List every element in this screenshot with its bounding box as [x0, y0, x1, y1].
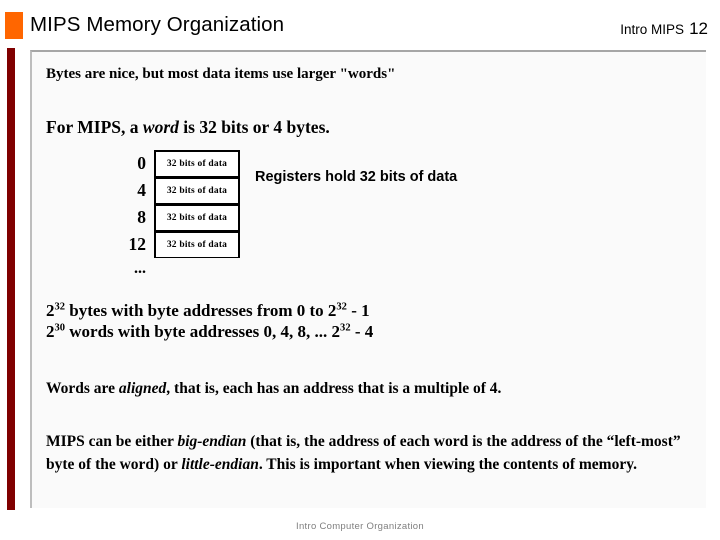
- memory-address-label: 0: [137, 152, 146, 173]
- memory-word-cell: 32 bits of data: [154, 231, 240, 258]
- alignment-suffix: , that is, each has an address that is a…: [166, 380, 502, 397]
- bytes-mid-text: bytes with byte addresses from 0 to: [65, 301, 328, 320]
- footer-text: Intro Computer Organization: [296, 521, 424, 532]
- words-tail-text: - 4: [350, 322, 374, 341]
- words-capacity-line: 230 words with byte addresses 0, 4, 8, .…: [46, 321, 373, 342]
- words-exponent: 30: [54, 322, 66, 334]
- alignment-italic: aligned: [118, 380, 167, 397]
- memory-row: 4 32 bits of data: [112, 177, 240, 204]
- memory-word-cell: 32 bits of data: [154, 177, 240, 204]
- endian-part-2: (that is, the address of each word is th…: [46, 433, 681, 473]
- endian-italic-big: big-endian: [177, 433, 247, 450]
- words-base-2: 2: [331, 322, 341, 341]
- memory-row: 0 32 bits of data: [112, 150, 240, 177]
- endian-part-1: MIPS can be either: [46, 433, 178, 450]
- left-accent-bar: [7, 48, 15, 510]
- endian-part-3: . This is important when viewing the con…: [258, 456, 637, 473]
- page-title: MIPS Memory Organization: [30, 13, 285, 36]
- alignment-paragraph: Words are aligned, that is, each has an …: [46, 380, 501, 398]
- word-def-suffix: is 32 bits or 4 bytes.: [178, 117, 330, 137]
- bytes-tail-text: - 1: [346, 301, 370, 320]
- header-slide-number: 12: [689, 19, 708, 38]
- memory-continuation-ellipsis: ...: [134, 260, 146, 277]
- memory-word-cell: 32 bits of data: [154, 150, 240, 177]
- orange-accent-square: [5, 12, 23, 39]
- memory-row: 8 32 bits of data: [112, 204, 240, 231]
- memory-word-cell: 32 bits of data: [154, 204, 240, 231]
- memory-row: 12 32 bits of data: [112, 231, 240, 258]
- word-definition-text: For MIPS, a word is 32 bits or 4 bytes.: [46, 117, 330, 138]
- endianness-paragraph: MIPS can be either big-endian (that is, …: [46, 430, 698, 476]
- header-right-group: Intro MIPS 12: [620, 19, 708, 39]
- content-panel: Bytes are nice, but most data items use …: [30, 50, 706, 508]
- word-def-prefix: For MIPS, a: [46, 117, 143, 137]
- memory-address-label: 8: [137, 206, 146, 227]
- memory-address-label: 12: [128, 233, 147, 254]
- words-exponent-2: 32: [340, 322, 351, 334]
- words-mid-text: words with byte addresses 0, 4, 8, ...: [65, 322, 332, 341]
- memory-address-label: 4: [137, 179, 146, 200]
- capacity-lines: 232 bytes with byte addresses from 0 to …: [46, 300, 373, 342]
- bytes-base-2: 2: [327, 301, 337, 320]
- alignment-prefix: Words are: [46, 380, 119, 397]
- memory-diagram: 0 32 bits of data 4 32 bits of data 8 32…: [112, 150, 240, 277]
- bytes-exponent-2: 32: [336, 301, 347, 313]
- bytes-exponent: 32: [54, 301, 66, 313]
- word-def-italic: word: [142, 117, 179, 137]
- header-deck-label: Intro MIPS: [620, 22, 685, 37]
- bytes-capacity-line: 232 bytes with byte addresses from 0 to …: [46, 300, 373, 321]
- registers-note-text: Registers hold 32 bits of data: [255, 169, 458, 185]
- endian-italic-little: little-endian: [181, 456, 259, 473]
- words-base: 2: [46, 322, 55, 341]
- bytes-base: 2: [46, 301, 55, 320]
- intro-text: Bytes are nice, but most data items use …: [46, 66, 396, 82]
